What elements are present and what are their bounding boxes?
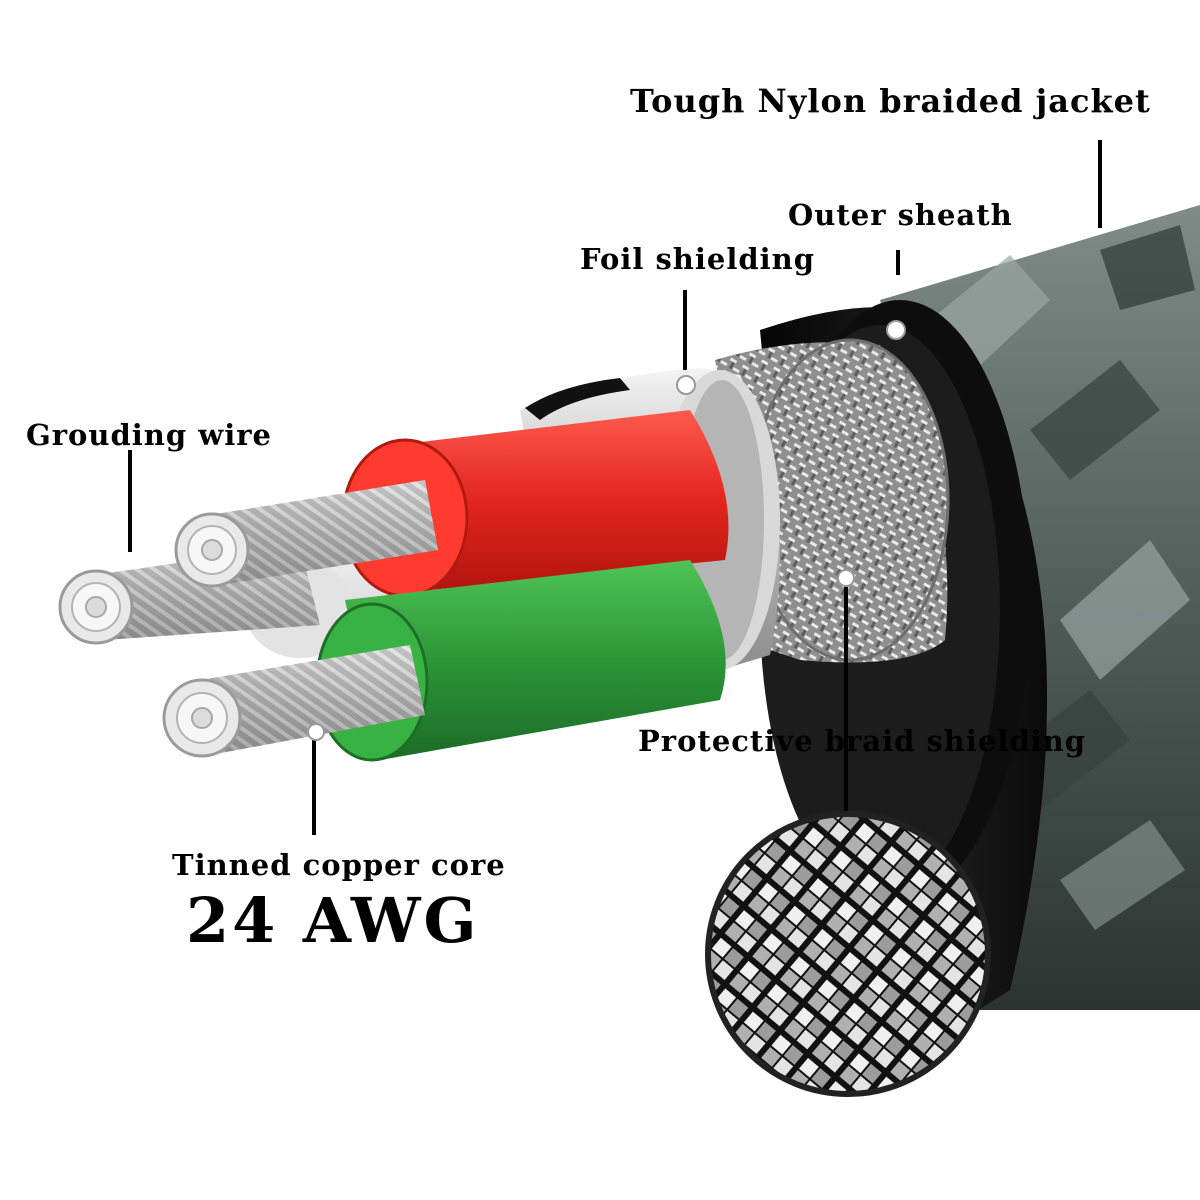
label-grounding-wire: Grouding wire: [26, 418, 272, 452]
label-nylon-jacket: Tough Nylon braided jacket: [630, 82, 1151, 120]
marker-foil: [677, 376, 695, 394]
marker-core: [308, 724, 324, 740]
marker-sheath: [887, 321, 905, 339]
label-foil-shielding: Foil shielding: [580, 242, 815, 276]
label-outer-sheath: Outer sheath: [788, 198, 1013, 232]
marker-braid: [838, 570, 854, 586]
label-wire-gauge: 24 AWG: [186, 884, 479, 957]
label-tinned-copper-core: Tinned copper core: [172, 848, 506, 882]
label-braid-shielding: Protective braid shielding: [638, 724, 1086, 758]
